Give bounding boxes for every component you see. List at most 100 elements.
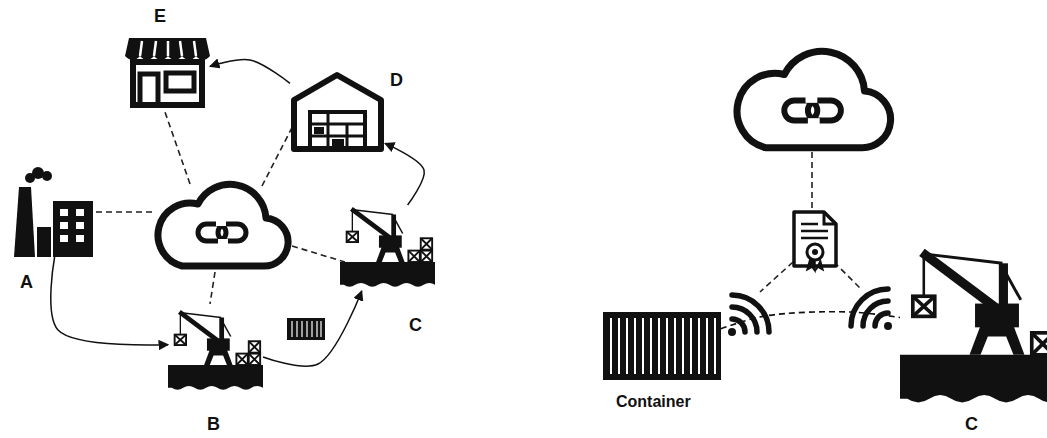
icon-part xyxy=(913,296,1047,355)
icon-part xyxy=(60,235,68,242)
icon-part xyxy=(292,246,345,262)
icon-part xyxy=(1002,267,1020,300)
icon-part xyxy=(618,318,620,374)
icon-part xyxy=(801,224,828,238)
icon-part xyxy=(314,127,324,134)
icon-part xyxy=(863,301,888,326)
icon-part xyxy=(408,251,419,262)
icon-part xyxy=(332,139,344,147)
icon-part xyxy=(1032,333,1047,355)
icon-part xyxy=(165,112,190,184)
icon-part xyxy=(311,321,312,337)
node-label: C xyxy=(409,315,422,335)
port-icon: C xyxy=(900,245,1047,410)
icon-part xyxy=(218,224,246,241)
cloud-symbol xyxy=(158,184,288,266)
icon-part xyxy=(408,251,419,262)
dashed-connector xyxy=(721,312,900,329)
node-label: Container xyxy=(616,392,691,412)
icon-part xyxy=(60,209,84,242)
icon-part xyxy=(310,135,365,138)
shop-icon: E xyxy=(125,38,210,108)
flow-arrow xyxy=(263,291,362,366)
icon-part xyxy=(221,319,231,336)
icon-part xyxy=(310,123,365,126)
icon-part xyxy=(207,338,230,350)
icon-part xyxy=(140,74,158,105)
icon-part xyxy=(14,187,35,257)
icon-part xyxy=(76,209,84,216)
icon-part xyxy=(421,251,432,262)
flow-arrow xyxy=(385,143,424,205)
warehouse-icon: D xyxy=(290,70,385,152)
icon-part xyxy=(310,112,365,149)
icon-part xyxy=(642,318,644,374)
node-label: E xyxy=(154,6,166,26)
icon-part xyxy=(347,232,433,262)
node-label: B xyxy=(207,414,220,434)
node-label: A xyxy=(20,272,33,292)
icon-part xyxy=(37,227,51,257)
icon-part xyxy=(140,41,196,56)
icon-part xyxy=(249,354,260,365)
icon-part xyxy=(175,335,186,345)
icon-part xyxy=(204,350,233,365)
icon-part xyxy=(1032,333,1047,355)
icon-part xyxy=(626,318,628,374)
port-icon: C xyxy=(340,205,435,291)
icon-part xyxy=(393,216,403,233)
icon-part xyxy=(76,235,84,242)
icon-part xyxy=(316,321,317,337)
icon-part xyxy=(194,41,196,56)
icon-part xyxy=(760,262,793,292)
icon-part xyxy=(611,318,715,374)
icon-part xyxy=(306,321,307,337)
icon-part xyxy=(650,318,652,374)
icon-part xyxy=(808,118,820,125)
icon-part xyxy=(158,184,288,266)
icon-part xyxy=(216,220,226,226)
icon-part xyxy=(175,335,186,345)
port-icon-graphic xyxy=(340,205,435,291)
icon-part xyxy=(347,232,358,242)
icon-part xyxy=(421,238,432,249)
icon-part xyxy=(218,239,228,245)
icon-part xyxy=(310,112,365,149)
icon-part xyxy=(60,209,68,216)
icon-part xyxy=(76,222,84,229)
icon-part xyxy=(794,212,836,266)
icon-part xyxy=(851,289,888,326)
icon-part xyxy=(975,304,1019,328)
node-label: D xyxy=(390,70,403,90)
icon-part xyxy=(690,318,692,374)
icon-part xyxy=(811,152,813,210)
icon-part xyxy=(970,326,1025,355)
icon-part xyxy=(913,296,935,316)
port-icon-graphic xyxy=(168,308,263,394)
flow-arrow xyxy=(210,60,290,84)
icon-part xyxy=(352,210,353,232)
node-label: C xyxy=(965,414,978,434)
icon-part xyxy=(301,321,302,337)
icon-part xyxy=(180,313,181,335)
icon-part xyxy=(808,100,841,120)
icon-part xyxy=(167,41,170,56)
icon-part xyxy=(236,354,247,365)
icon-part xyxy=(210,272,215,304)
port-icon-graphic xyxy=(900,245,1047,410)
icon-part xyxy=(166,73,194,91)
icon-part xyxy=(603,312,721,380)
certificate-symbol xyxy=(794,212,836,271)
icon-part xyxy=(140,41,142,56)
shop-icon-graphic xyxy=(125,38,210,108)
icon-part xyxy=(60,222,68,229)
icon-part xyxy=(807,259,823,271)
icon-part xyxy=(340,262,435,287)
icon-part xyxy=(320,321,321,337)
icon-part xyxy=(801,230,828,233)
icon-part xyxy=(249,354,260,365)
icon-part xyxy=(133,62,202,105)
icon-part xyxy=(376,247,405,262)
